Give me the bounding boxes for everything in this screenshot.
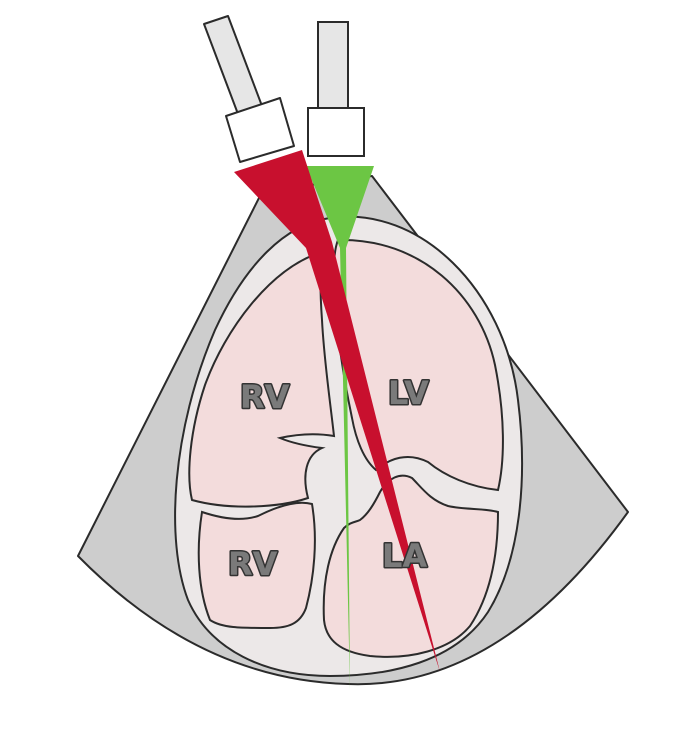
right-atrium-chamber [197, 501, 316, 630]
probe-head [225, 97, 295, 163]
right-ventricle-chamber [188, 250, 336, 508]
label-la: LA [382, 537, 427, 575]
label-rv-upper: RV [240, 378, 290, 416]
transducer-probe-icon [203, 15, 295, 163]
label-rv-lower: RV [228, 545, 278, 583]
probe-handle [317, 21, 349, 109]
label-lv: LV [388, 374, 429, 412]
probe-head [307, 107, 365, 157]
transducer-probe-icon [307, 21, 365, 157]
probe-handle [203, 15, 263, 115]
